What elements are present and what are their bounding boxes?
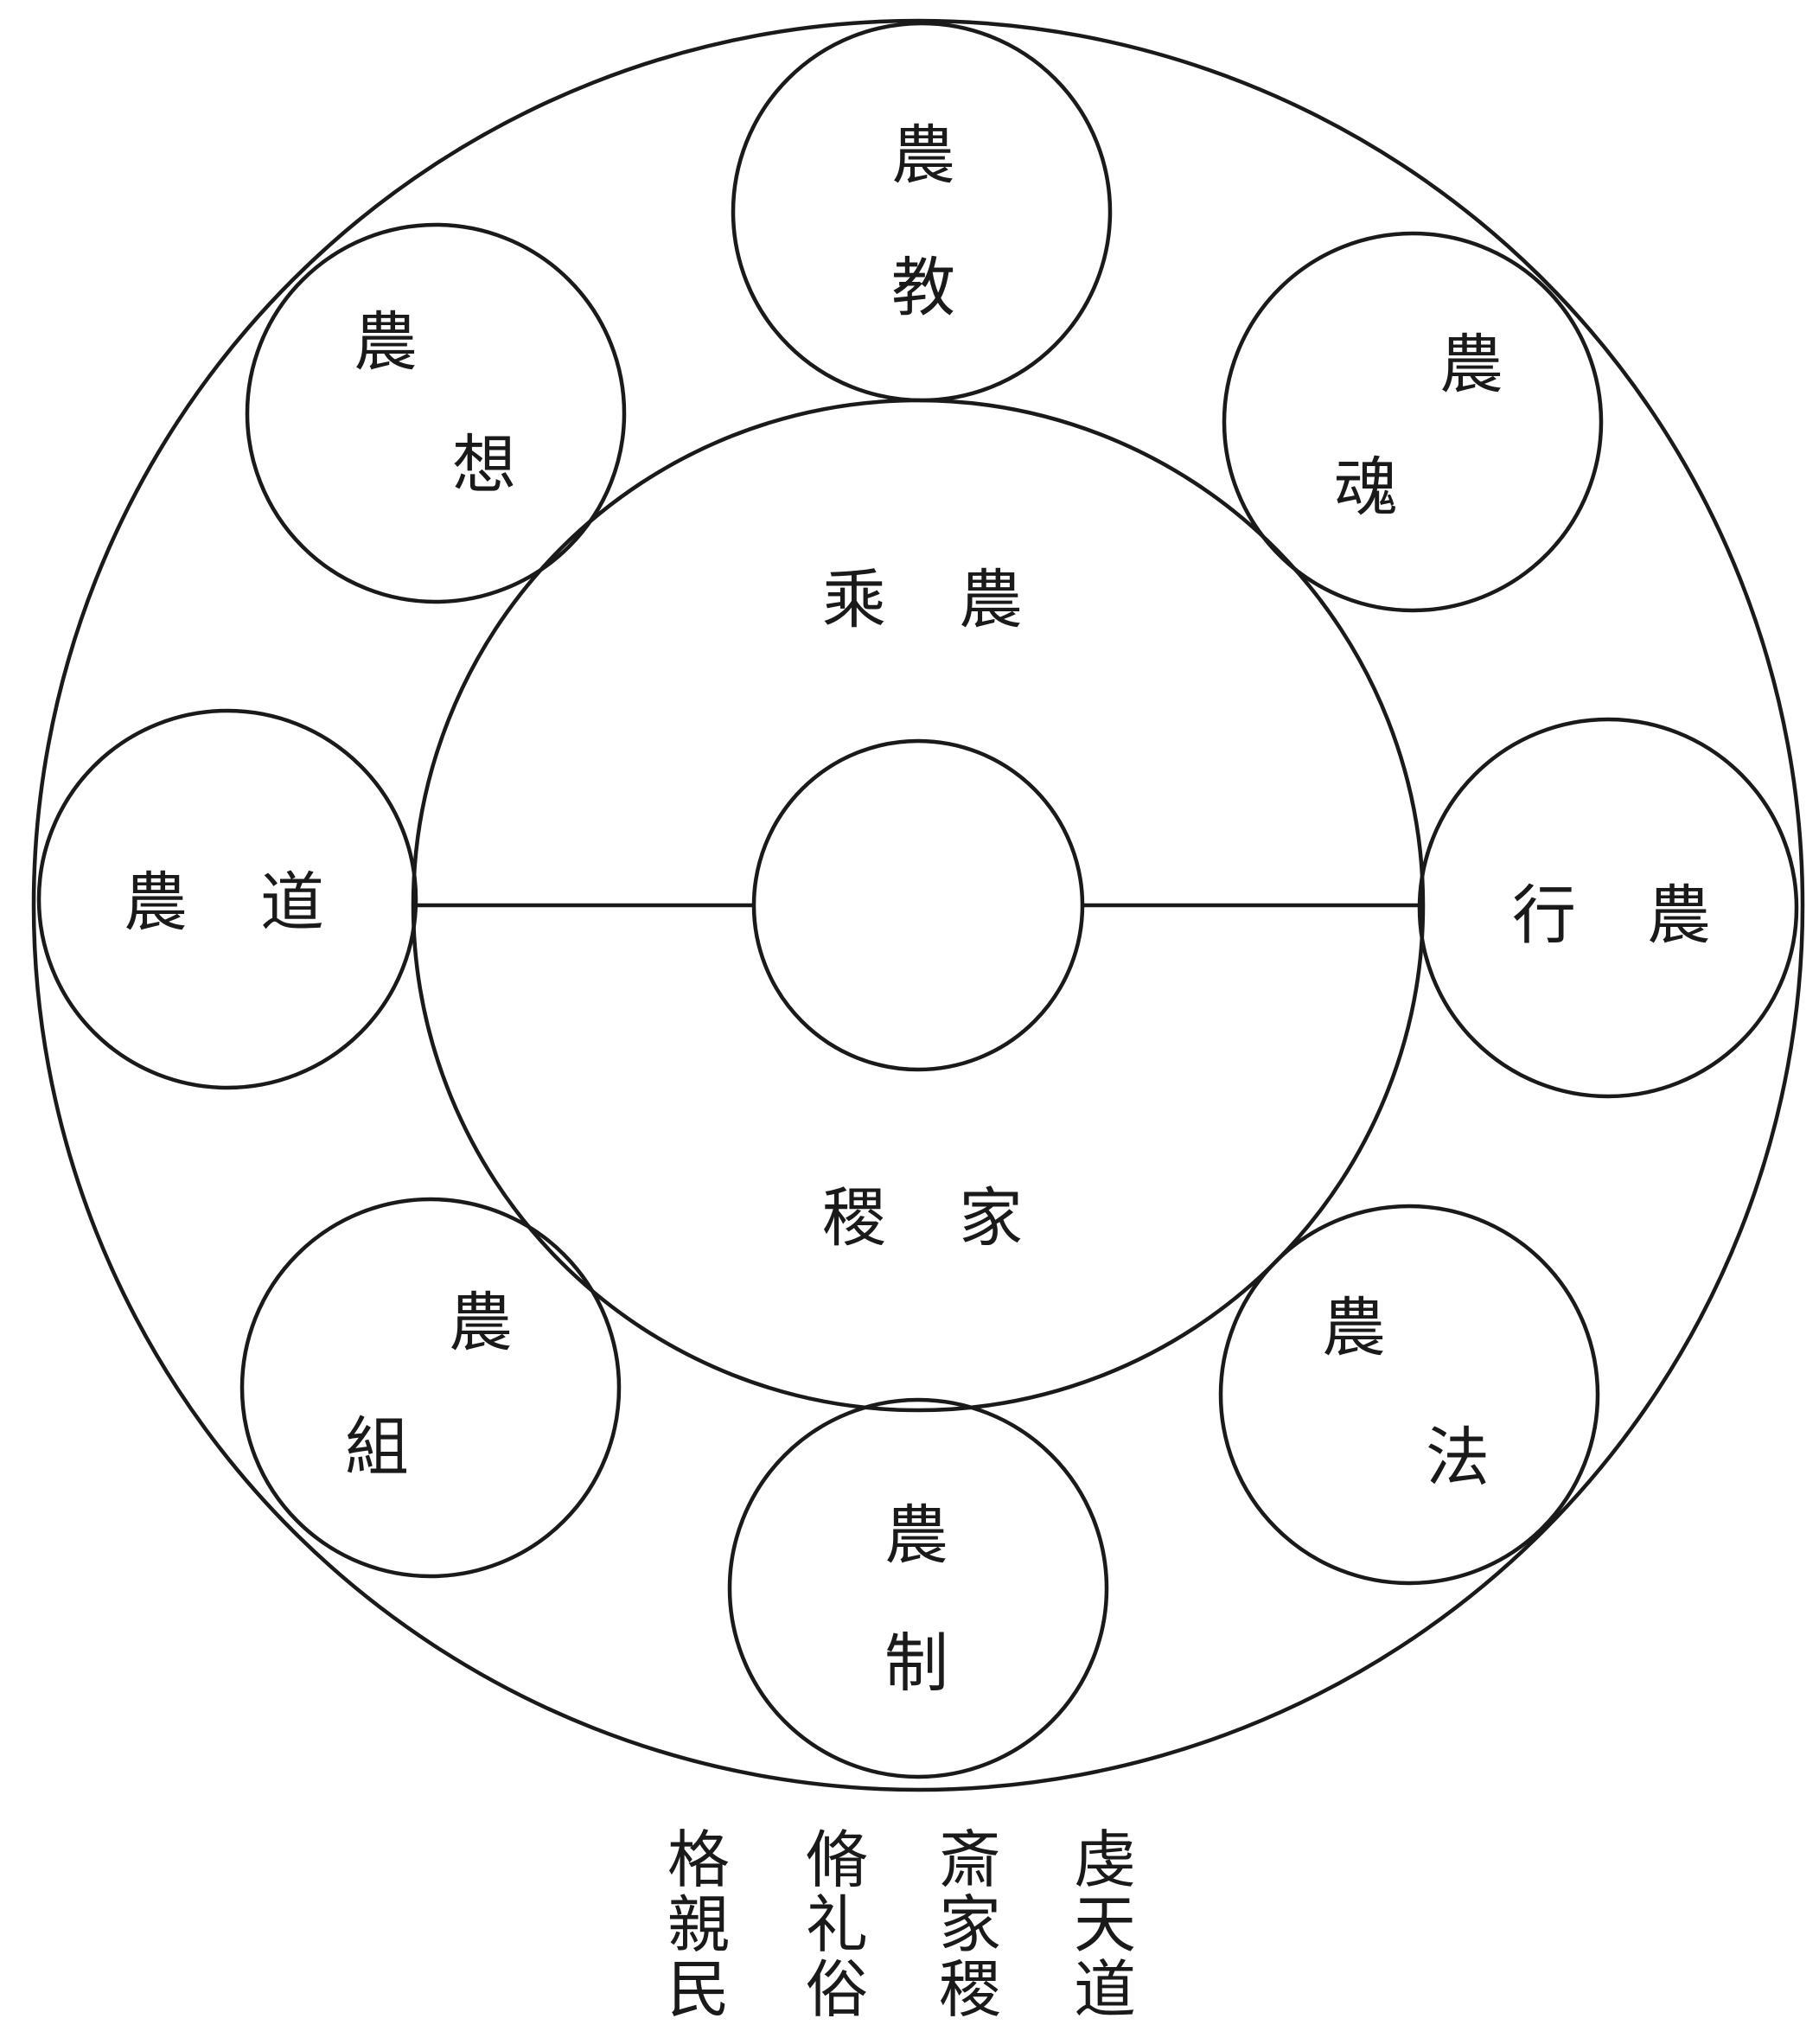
node-top-right-char-1: 農 (1439, 328, 1503, 402)
node-top-left-char-2: 想 (452, 428, 516, 502)
footer-col3-char3: 稷 (939, 1953, 1001, 2026)
core-circle (751, 738, 1085, 1072)
node-bottom-left-char-2: 組 (345, 1410, 409, 1485)
node-right-char-2: 農 (1647, 878, 1711, 953)
node-bottom-right-char-2: 法 (1426, 1421, 1490, 1495)
footer-col3-char1: 斎 (939, 1824, 1001, 1896)
core-lower-char-1: 稷 (822, 1181, 886, 1255)
node-top-left-circle (245, 222, 627, 604)
footer-col3-char2: 家 (939, 1888, 1001, 1961)
node-right-circle (1417, 717, 1799, 1099)
node-top-char-2: 教 (891, 251, 955, 325)
node-left-char-2: 道 (260, 866, 324, 940)
footer-col2-char3: 俗 (806, 1953, 868, 2026)
footer-col4-char3: 道 (1074, 1953, 1136, 2026)
node-bottom-char-2: 制 (884, 1626, 948, 1701)
core-upper-char-2: 農 (959, 563, 1023, 637)
footer-col1-char1: 格 (667, 1824, 730, 1896)
node-bottom-left-char-1: 農 (449, 1286, 513, 1360)
footer-col4-char1: 虔 (1074, 1824, 1136, 1896)
footer-col2-char1: 脩 (806, 1824, 868, 1896)
footer-col2-char2: 礼 (806, 1888, 868, 1961)
node-bottom-left-circle (239, 1197, 622, 1579)
core-lower-char-2: 家 (959, 1181, 1023, 1255)
node-bottom-char-1: 農 (884, 1498, 948, 1573)
core-upper-char-1: 乘 (822, 563, 886, 637)
node-top-right-char-2: 魂 (1334, 450, 1398, 525)
node-top-char-1: 農 (891, 118, 955, 193)
node-left-circle (36, 708, 418, 1090)
node-left-char-1: 農 (124, 866, 188, 940)
footer-columns: 格 親 民 脩 礼 俗 斎 家 稷 虔 天 道 (667, 1824, 1136, 2026)
node-bottom-circle (727, 1397, 1109, 1779)
node-right-char-1: 行 (1512, 878, 1576, 953)
footer-col1-char3: 民 (667, 1953, 730, 2026)
footer-col4-char2: 天 (1074, 1888, 1136, 1961)
outer-circle (31, 18, 1805, 1792)
node-top-right-circle (1222, 231, 1604, 613)
node-top-circle (731, 21, 1113, 403)
footer-col1-char2: 親 (667, 1888, 730, 1961)
node-top-left-char-1: 農 (354, 305, 418, 380)
node-bottom-right-circle (1218, 1204, 1600, 1586)
node-bottom-right-char-1: 農 (1322, 1291, 1386, 1365)
